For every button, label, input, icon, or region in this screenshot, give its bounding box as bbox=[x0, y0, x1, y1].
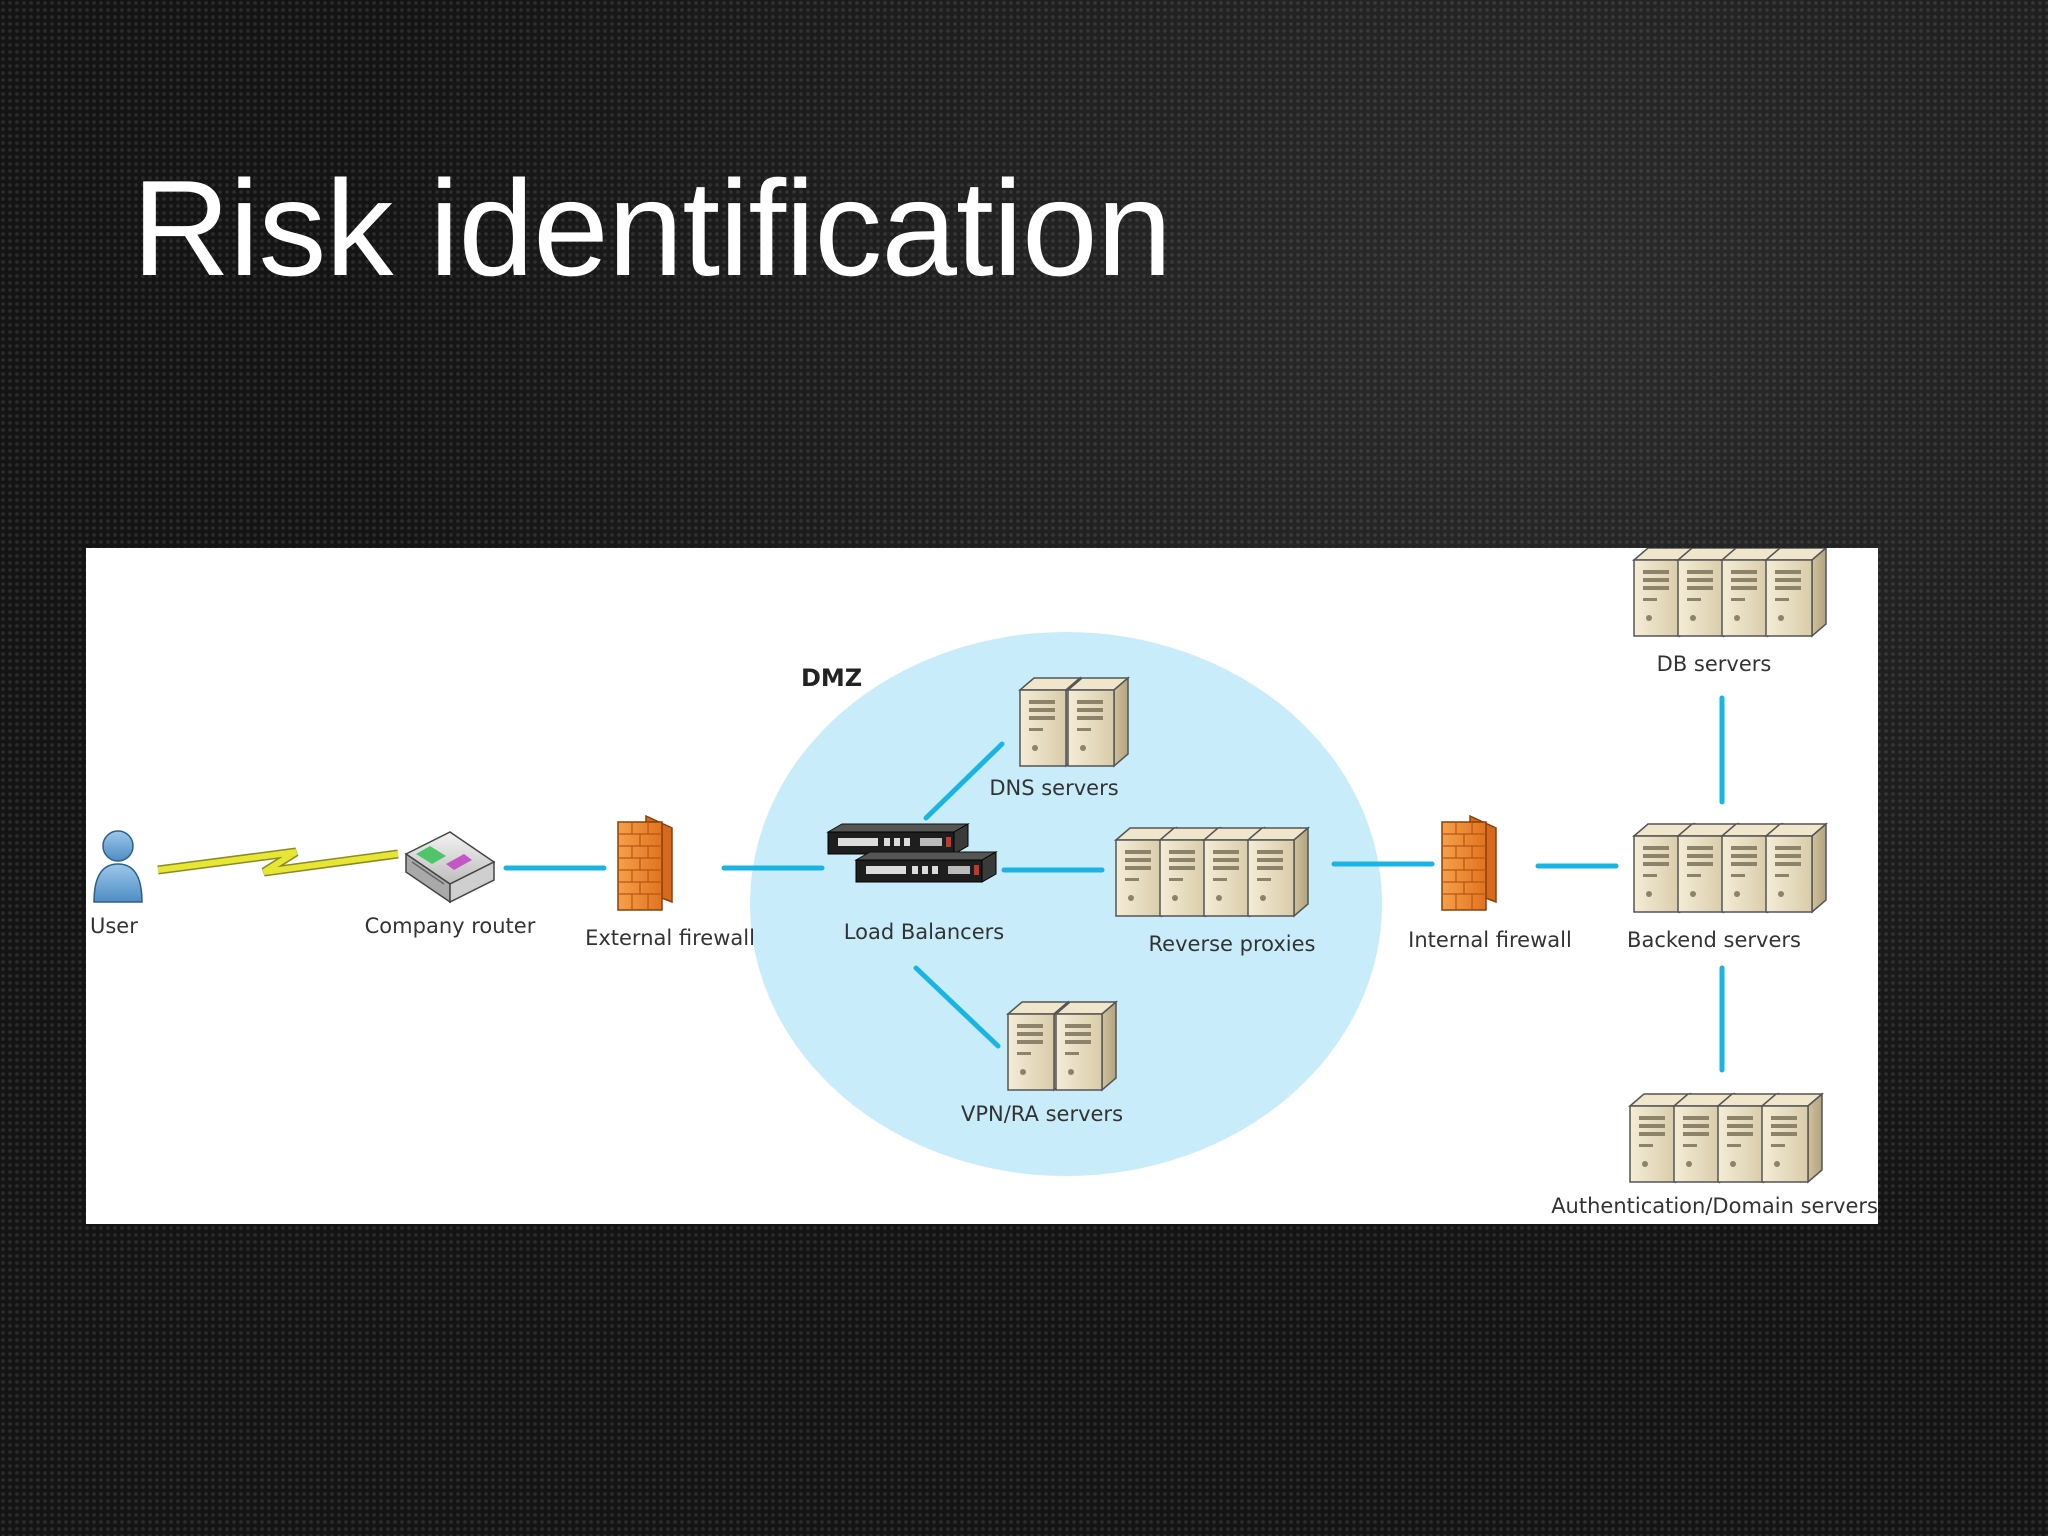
network-diagram-canvas bbox=[93, 548, 1827, 1183]
slide-title: Risk identification bbox=[132, 152, 1172, 304]
db-servers-icon bbox=[1633, 548, 1827, 637]
user-label: User bbox=[90, 914, 138, 938]
link-load-balancers-dns-servers bbox=[923, 741, 1005, 821]
company-router-label: Company router bbox=[364, 914, 536, 938]
backend-servers-icon bbox=[1633, 823, 1827, 913]
reverse-proxies-label: Reverse proxies bbox=[1148, 932, 1316, 956]
external-firewall-icon bbox=[617, 815, 673, 911]
external-firewall-label: External firewall bbox=[585, 926, 755, 950]
dns-servers-label: DNS servers bbox=[989, 776, 1119, 800]
link-load-balancers-vpn-servers bbox=[913, 965, 1001, 1049]
db-servers-label: DB servers bbox=[1656, 652, 1772, 676]
vpn-ra-servers-icon bbox=[1007, 1001, 1117, 1091]
network-diagram: DMZ User Company router External firewal… bbox=[86, 548, 1878, 1224]
dmz-zone-label: DMZ bbox=[801, 664, 863, 692]
user-icon bbox=[93, 830, 143, 903]
internal-firewall-icon bbox=[1441, 815, 1497, 911]
backend-servers-label: Backend servers bbox=[1627, 928, 1801, 952]
lightning-link-icon bbox=[157, 847, 399, 877]
auth-domain-servers-icon bbox=[1629, 1093, 1823, 1183]
load-balancers-label: Load Balancers bbox=[843, 920, 1005, 944]
vpn-ra-servers-label: VPN/RA servers bbox=[960, 1102, 1124, 1126]
dns-servers-icon bbox=[1019, 677, 1129, 767]
network-links bbox=[503, 695, 1725, 1073]
auth-domain-servers-label: Authentication/Domain servers bbox=[1551, 1194, 1878, 1218]
dmz-zone bbox=[750, 632, 1382, 1176]
reverse-proxies-icon bbox=[1115, 827, 1309, 917]
router-icon bbox=[404, 831, 496, 904]
internal-firewall-label: Internal firewall bbox=[1408, 928, 1572, 952]
